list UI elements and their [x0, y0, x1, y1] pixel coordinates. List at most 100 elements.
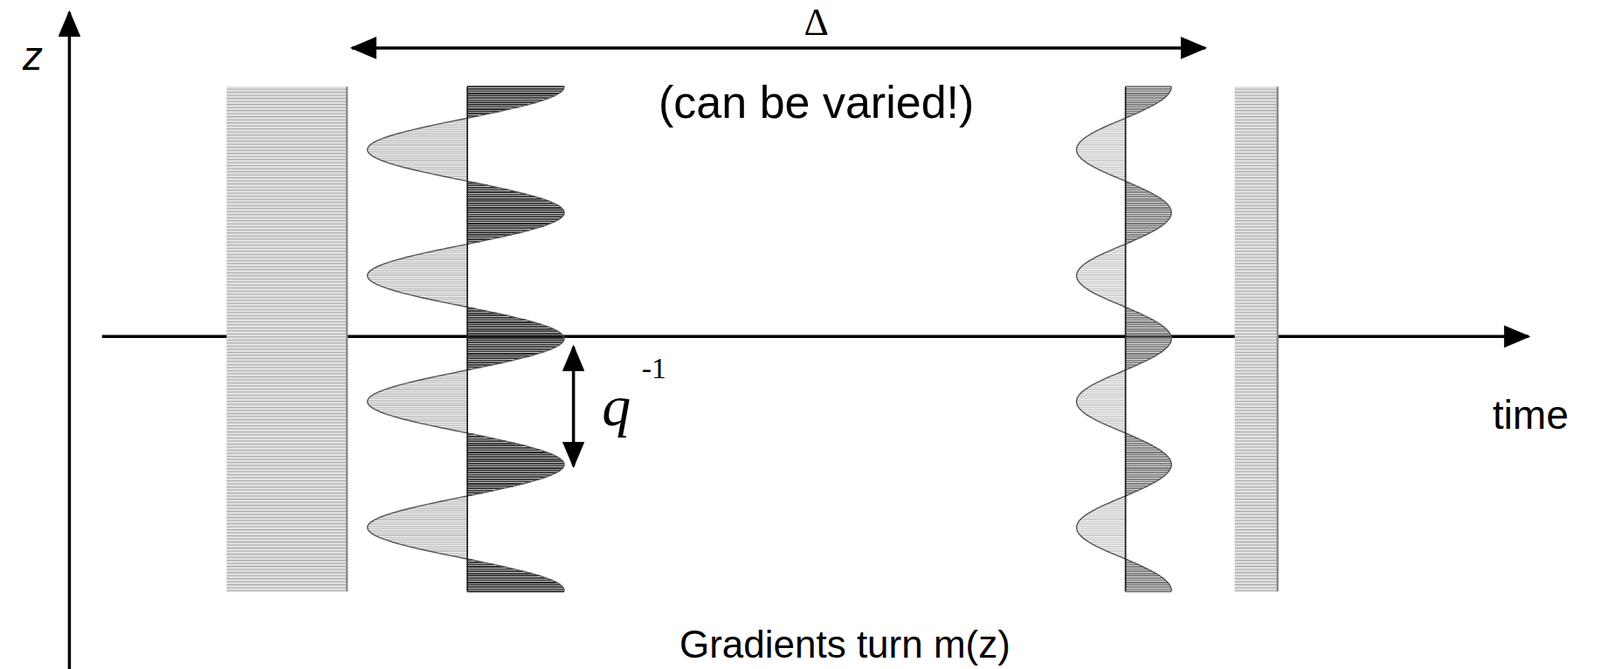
magnetization-vector: [367, 151, 468, 153]
magnetization-vector: [1125, 334, 1172, 337]
magnetization-vector: [1125, 588, 1172, 591]
magnetization-vector: [1125, 103, 1155, 106]
magnetization-vector: [372, 281, 468, 283]
magnetization-vector: [1084, 388, 1125, 391]
z-axis: [68, 12, 72, 669]
magnetization-vector: [1088, 261, 1126, 263]
magnetization-vector: [1098, 168, 1125, 171]
magnetization-vector: [467, 330, 559, 332]
magnetization-vector: [1125, 321, 1158, 324]
magnetization-vector: [1094, 292, 1126, 295]
magnetization-vector: [404, 166, 468, 169]
magnetization-vector: [467, 191, 518, 194]
magnetization-vector: [370, 269, 468, 272]
magnetization-vector: [467, 328, 554, 331]
magnetization-vector: [368, 523, 468, 525]
magnetization-vector: [1076, 148, 1126, 151]
magnetization-vector: [467, 352, 538, 355]
magnetization-vector: [1104, 251, 1125, 254]
magnetization-vector: [388, 162, 468, 165]
magnetization-vector: [368, 530, 468, 532]
magnetization-vector: [1081, 139, 1125, 142]
magnetization-vector: [467, 590, 565, 593]
magnetization-vector: [1125, 359, 1147, 362]
magnetization-vector: [367, 148, 468, 151]
magnetization-vector: [467, 321, 534, 324]
magnetization-vector: [467, 188, 509, 191]
magnetization-vector: [1125, 95, 1167, 97]
magnetization-vector: [1125, 213, 1172, 216]
magnetization-vector: [1105, 377, 1126, 380]
magnetization-vector: [407, 381, 468, 384]
magnetization-vector: [467, 325, 548, 328]
magnetization-vector: [467, 337, 565, 339]
magnetization-vector: [1103, 296, 1126, 299]
magnetization-vector: [467, 474, 552, 476]
magnetization-vector: [374, 518, 468, 521]
magnetization-vector: [1125, 193, 1154, 196]
magnetization-vector: [1125, 350, 1163, 352]
magnetization-vector: [1125, 586, 1172, 588]
magnetization-vector: [379, 391, 468, 394]
magnetization-vector: [1125, 317, 1150, 319]
magnetization-vector: [467, 213, 564, 216]
magnetization-vector: [1096, 256, 1126, 259]
magnetization-vector: [1083, 285, 1126, 288]
magnetization-vector: [467, 89, 562, 92]
magnetization-vector: [409, 545, 468, 548]
magnetization-vector: [372, 142, 468, 145]
magnetization-vector: [467, 101, 537, 104]
magnetization-vector: [1125, 204, 1169, 207]
magnetization-vector: [415, 254, 468, 256]
magnetization-vector: [1125, 108, 1146, 111]
magnetization-vector: [1125, 339, 1172, 342]
magnetization-vector: [467, 215, 563, 218]
magnetization-vector: [1125, 442, 1149, 445]
magnetization-vector: [1125, 188, 1145, 191]
magnetization-vector: [467, 579, 552, 581]
magnetization-vector: [467, 231, 521, 234]
magnetization-vector: [1078, 532, 1126, 535]
magnetization-vector: [1125, 325, 1165, 328]
magnetization-vector: [1125, 444, 1153, 447]
magnetization-vector: [377, 139, 468, 142]
magnetization-vector: [1125, 206, 1171, 209]
wavevector-symbol: q: [601, 377, 631, 435]
magnetization-vector: [367, 274, 468, 276]
pulse-bar-edge: [1276, 86, 1279, 592]
magnetization-vector: [1087, 135, 1126, 138]
magnetization-vector: [467, 469, 560, 472]
magnetization-vector: [467, 487, 504, 490]
magnetization-vector: [410, 420, 468, 422]
magnetization-vector: [1084, 262, 1126, 265]
magnetization-vector: [467, 462, 565, 465]
magnetization-vector: [428, 550, 468, 552]
magnetization-vector: [386, 413, 468, 415]
magnetization-vector: [371, 521, 468, 524]
magnetization-vector: [1125, 229, 1155, 232]
magnetization-vector: [467, 345, 556, 348]
magnetization-vector: [1076, 400, 1126, 402]
magnetization-vector: [1095, 131, 1126, 133]
helix-axis: [1124, 86, 1127, 592]
magnetization-vector: [1125, 469, 1170, 472]
magnetization-vector: [386, 538, 468, 541]
magnetization-vector: [1103, 171, 1126, 173]
magnetization-vector: [421, 296, 468, 299]
magnetization-vector: [1125, 464, 1172, 467]
magnetization-vector: [1125, 227, 1159, 229]
magnetization-vector: [1100, 254, 1126, 256]
magnetization-vector: [399, 384, 468, 387]
magnetization-vector: [394, 289, 468, 292]
magnetization-vector: [467, 227, 538, 229]
magnetization-vector: [1101, 379, 1126, 382]
magnetization-vector: [393, 541, 468, 544]
magnetization-vector: [467, 355, 531, 358]
magnetization-vector: [467, 478, 539, 481]
magnetization-vector: [1096, 507, 1126, 510]
magnetization-vector: [390, 261, 468, 263]
magnetization-vector: [1082, 411, 1126, 414]
magnetization-vector: [1082, 265, 1126, 268]
magnetization-vector: [467, 324, 542, 326]
magnetization-vector: [412, 294, 468, 297]
